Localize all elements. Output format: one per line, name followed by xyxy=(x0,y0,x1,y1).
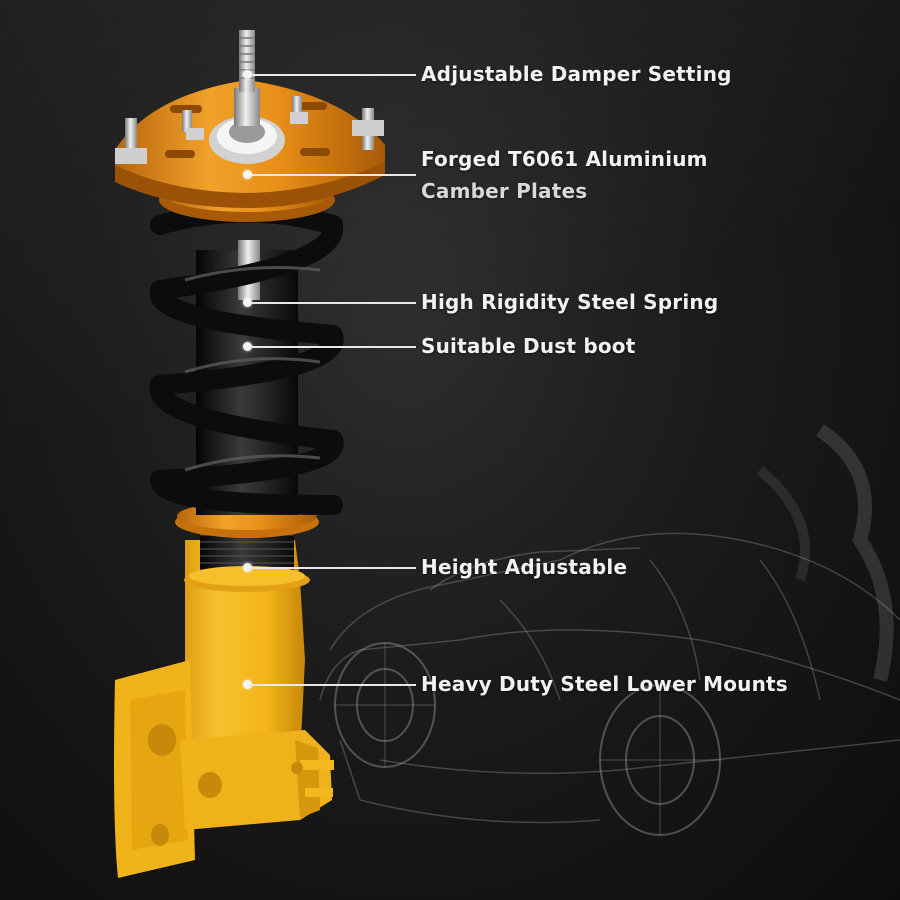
mounts-leader-line xyxy=(252,684,416,686)
damper-leader-line xyxy=(252,74,416,76)
label-heavy-duty-steel-lower-mounts: Heavy Duty Steel Lower Mounts xyxy=(421,672,788,696)
spring-leader-line xyxy=(252,302,416,304)
label-height-adjustable: Height Adjustable xyxy=(421,555,628,579)
label-camber-plates: Camber Plates xyxy=(421,179,588,203)
label-high-rigidity-steel-spring: High Rigidity Steel Spring xyxy=(421,290,719,314)
mounts-marker-dot xyxy=(243,680,252,689)
camber-marker-dot xyxy=(243,170,252,179)
height-leader-line xyxy=(252,567,416,569)
spring-marker-dot xyxy=(243,298,252,307)
dust-boot-marker-dot xyxy=(243,342,252,351)
label-forged-aluminium: Forged T6061 Aluminium xyxy=(421,147,708,171)
camber-leader-line xyxy=(252,174,416,176)
dust-boot-leader-line xyxy=(252,346,416,348)
label-suitable-dust-boot: Suitable Dust boot xyxy=(421,334,636,358)
damper-marker-dot xyxy=(243,70,252,79)
label-adjustable-damper-setting: Adjustable Damper Setting xyxy=(421,62,732,86)
height-marker-dot xyxy=(243,563,252,572)
